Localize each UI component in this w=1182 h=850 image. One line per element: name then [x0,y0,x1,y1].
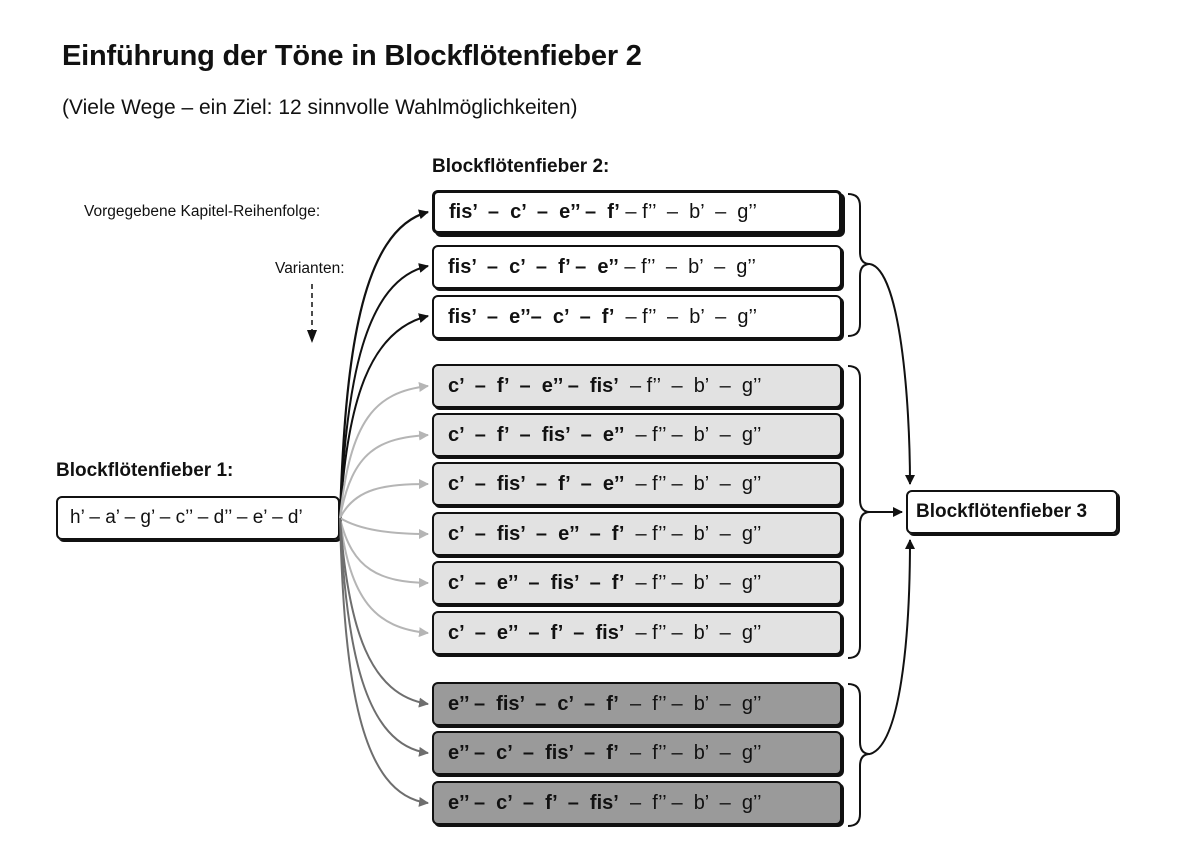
arrow-to-row-6 [339,479,429,519]
arrow-to-row-1 [338,209,429,519]
sequence-row-2: fis’ – c’ – f’ – e’’ – f’’ – b’ – g’’ [432,245,842,289]
sequence-row-1: fis’ – c’ – e’’ – f’ – f’’ – b’ – g’’ [432,190,842,234]
arrow-white-to-bf3 [869,263,915,485]
sequence-rest: – f’’ – b’ – g’’ [618,791,762,814]
sequence-bold: c’ – f’ – e’’ – fis’ [448,374,619,397]
arrow-to-row-11 [339,517,429,757]
sequence-rest: – f’’ – b’ – g’’ [618,374,762,397]
sequence-bold: c’ – f’ – fis’ – e’’ [448,423,625,446]
brace-light-group [847,365,871,659]
sequence-rest: – f’’ – b’ – g’’ [618,741,762,764]
sequence-row-5: c’ – f’ – fis’ – e’’ – f’’ – b’ – g’’ [432,413,842,457]
sequence-rest: – f’’ – b’ – g’’ [618,255,756,278]
sequence-row-4: c’ – f’ – e’’ – fis’ – f’’ – b’ – g’’ [432,364,842,408]
sequence-row-10: e’’ – fis’ – c’ – f’ – f’’ – b’ – g’’ [432,682,842,726]
sequence-row-11: e’’ – c’ – fis’ – f’ – f’’ – b’ – g’’ [432,731,842,775]
sequence-bold: c’ – e’’ – f’ – fis’ [448,621,625,644]
sequence-rest: – f’’ – b’ – g’’ [624,472,762,495]
arrow-to-row-10 [339,517,429,708]
sequence-row-12: e’’ – c’ – f’ – fis’ – f’’ – b’ – g’’ [432,781,842,825]
sequence-rest: – f’’ – b’ – g’’ [624,571,762,594]
sequence-bold: e’’ – fis’ – c’ – f’ [448,692,619,715]
sequence-row-6: c’ – fis’ – f’ – e’’ – f’’ – b’ – g’’ [432,462,842,506]
arrow-to-row-2 [339,263,429,519]
varianten-arrow-head [307,330,317,343]
bf2-header: Blockflötenfieber 2: [432,156,610,177]
bf1-header: Blockflötenfieber 1: [56,460,234,481]
sequence-bold: fis’ – c’ – f’ – e’’ [448,255,619,278]
sequence-row-9: c’ – e’’ – f’ – fis’ – f’’ – b’ – g’’ [432,611,842,655]
arrow-to-row-8 [339,517,429,588]
sequence-rest: – f’’ – b’ – g’’ [619,200,757,223]
brace-dark-group [847,683,871,827]
arrow-to-row-7 [339,517,429,539]
sequence-rest: – f’’ – b’ – g’’ [624,423,762,446]
sequence-bold: fis’ – c’ – e’’ – f’ [449,200,620,223]
arrow-to-row-5 [339,430,429,519]
sequence-row-8: c’ – e’’ – fis’ – f’ – f’’ – b’ – g’’ [432,561,842,605]
sequence-bold: e’’ – c’ – fis’ – f’ [448,741,619,764]
sequence-row-3: fis’ – e’’– c’ – f’ – f’’ – b’ – g’’ [432,295,842,339]
page-title: Einführung der Töne in Blockflötenfieber… [62,40,642,72]
arrow-to-row-12 [339,517,429,807]
brace-white-group [847,193,871,337]
bf1-box: h’ – a’ – g’ – c’’ – d’’ – e’ – d’ [56,496,340,540]
sequence-bold: c’ – fis’ – f’ – e’’ [448,472,625,495]
label-vorgegebene: Vorgegebene Kapitel-Reihenfolge: [84,203,321,220]
arrow-to-row-3 [339,313,429,519]
sequence-bold: c’ – fis’ – e’’ – f’ [448,522,625,545]
sequence-bold: c’ – e’’ – fis’ – f’ [448,571,625,594]
sequence-bold: fis’ – e’’– c’ – f’ [448,305,615,328]
sequence-rest: – f’’ – b’ – g’’ [624,522,762,545]
page-subtitle: (Viele Wege – ein Ziel: 12 sinnvolle Wah… [62,96,578,119]
sequence-rest: – f’’ – b’ – g’’ [618,692,762,715]
sequence-rest: – f’’ – b’ – g’’ [624,621,762,644]
bf3-box: Blockflötenfieber 3 [906,490,1118,534]
sequence-bold: e’’ – c’ – f’ – fis’ [448,791,619,814]
arrow-to-row-4 [339,382,429,519]
arrow-to-row-9 [339,517,429,638]
label-varianten: Varianten: [275,260,345,277]
arrow-dark-to-bf3 [869,539,915,755]
sequence-row-7: c’ – fis’ – e’’ – f’ – f’’ – b’ – g’’ [432,512,842,556]
sequence-rest: – f’’ – b’ – g’’ [614,305,758,328]
